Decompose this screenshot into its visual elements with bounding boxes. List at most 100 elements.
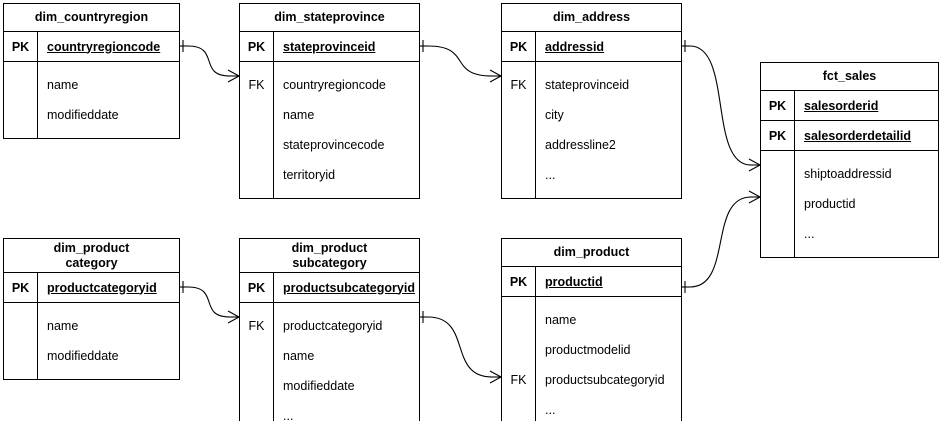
connector-line xyxy=(427,316,493,378)
key-row[interactable]: PK addressid xyxy=(502,32,681,62)
field-row[interactable]: territoryid xyxy=(283,168,336,182)
foreign-key-label: FK xyxy=(510,373,527,387)
key-row[interactable]: PK productid xyxy=(502,267,681,297)
foreign-key-label: FK xyxy=(248,78,265,92)
field-cell: countryregioncode xyxy=(37,32,179,61)
connector-line xyxy=(427,45,493,77)
crowsfoot-prong xyxy=(227,316,240,324)
foreign-key-label: FK xyxy=(510,78,527,92)
body-key-gutter xyxy=(761,151,794,257)
entity-title-dim_address: dim_address xyxy=(502,4,681,32)
key-row[interactable]: PK countryregioncode xyxy=(4,32,179,62)
crowsfoot-prong xyxy=(227,310,240,318)
field-cell: salesorderid xyxy=(794,91,938,120)
body-block: FK countryregioncode name stateprovincecode… xyxy=(240,62,419,198)
relationship-subcategory-to-product xyxy=(420,311,502,384)
field-row[interactable]: modifieddate xyxy=(283,379,355,393)
entity-title-dim_product: dim_product xyxy=(502,239,681,267)
relationship-productcategory-to-subcategory xyxy=(180,281,240,324)
field-row[interactable]: name xyxy=(283,349,315,363)
field-row[interactable]: ... xyxy=(545,403,556,417)
crowsfoot-prong xyxy=(489,75,502,83)
field-row[interactable]: productmodelid xyxy=(545,343,631,357)
key-row[interactable]: PK productcategoryid xyxy=(4,273,179,303)
crowsfoot-prong xyxy=(227,75,240,83)
field-list: name modifieddate xyxy=(37,303,179,379)
field-name: addressid xyxy=(545,39,605,54)
body-block: FK productcategoryid name modifieddate... xyxy=(240,303,419,421)
connector-line xyxy=(689,196,752,288)
key-label: PK xyxy=(509,274,528,289)
field-list: stateprovinceid city addressline2... xyxy=(535,62,681,198)
entity-title-line: subcategory xyxy=(292,255,367,270)
crowsfoot-prong xyxy=(489,376,502,384)
field-row[interactable]: stateprovinceid xyxy=(545,78,630,92)
body-block: FK stateprovinceid city addressline2... xyxy=(502,62,681,198)
key-row[interactable]: PK productsubcategoryid xyxy=(240,273,419,303)
relationship-product-to-fctsales xyxy=(682,190,761,293)
entity-title-line: dim_countryregion xyxy=(34,10,149,24)
relationship-stateprovince-to-address xyxy=(420,40,502,83)
field-list: countryregioncode name stateprovincecode te… xyxy=(273,62,419,198)
field-row[interactable]: productsubcategoryid xyxy=(545,373,665,387)
key-label: PK xyxy=(247,280,266,295)
entity-title-line: dim_stateprovince xyxy=(274,10,385,24)
entity-title-line: category xyxy=(65,255,118,270)
body-key-gutter: FK xyxy=(240,62,273,198)
field-row[interactable]: productcategoryid xyxy=(283,319,383,333)
field-row[interactable]: productid xyxy=(804,197,856,211)
key-label: PK xyxy=(11,39,30,54)
body-key-gutter: FK xyxy=(240,303,273,421)
field-row[interactable]: city xyxy=(545,108,564,122)
field-list: shiptoaddressid productid... xyxy=(794,151,938,257)
field-row[interactable]: ... xyxy=(283,409,294,421)
field-name: productcategoryid xyxy=(47,280,157,295)
key-label: PK xyxy=(11,280,30,295)
body-key-gutter: FK xyxy=(502,62,535,198)
field-row[interactable]: modifieddate xyxy=(47,108,119,122)
field-row[interactable]: countryregioncode xyxy=(283,78,386,92)
body-block: shiptoaddressid productid... xyxy=(761,151,938,257)
crowsfoot-prong xyxy=(748,196,761,204)
body-key-gutter: FK xyxy=(502,297,535,421)
field-name: salesorderdetailid xyxy=(804,128,911,143)
connector-line xyxy=(187,286,231,318)
entity-title-line: fct_sales xyxy=(822,69,877,83)
field-row[interactable]: ... xyxy=(545,168,556,182)
field-row[interactable]: stateprovincecode xyxy=(283,138,385,152)
field-row[interactable]: addressline2 xyxy=(545,138,616,152)
crowsfoot-prong xyxy=(489,69,502,77)
field-row[interactable]: name xyxy=(545,313,577,327)
entity-title-dim_stateprovince: dim_stateprovince xyxy=(240,4,419,32)
entity-title-line: dim_product xyxy=(53,240,130,255)
field-name: productsubcategoryid xyxy=(283,280,415,295)
entity-title-line: dim_product xyxy=(291,240,368,255)
key-row[interactable]: PK stateprovinceid xyxy=(240,32,419,62)
key-label: PK xyxy=(509,39,528,54)
field-row[interactable]: ... xyxy=(804,227,815,241)
field-name: stateprovinceid xyxy=(283,39,376,54)
field-row[interactable]: name xyxy=(47,78,79,92)
foreign-key-label: FK xyxy=(248,319,265,333)
field-row[interactable]: name xyxy=(283,108,315,122)
body-key-gutter xyxy=(4,303,37,379)
connector-line xyxy=(187,45,231,77)
field-row[interactable]: shiptoaddressid xyxy=(804,167,892,181)
field-row[interactable]: modifieddate xyxy=(47,349,119,363)
relationship-countryregion-to-stateprovince xyxy=(180,40,240,83)
field-row[interactable]: name xyxy=(47,319,79,333)
field-cell: stateprovinceid xyxy=(273,32,419,61)
field-name: productid xyxy=(545,274,603,289)
key-label: PK xyxy=(247,39,266,54)
